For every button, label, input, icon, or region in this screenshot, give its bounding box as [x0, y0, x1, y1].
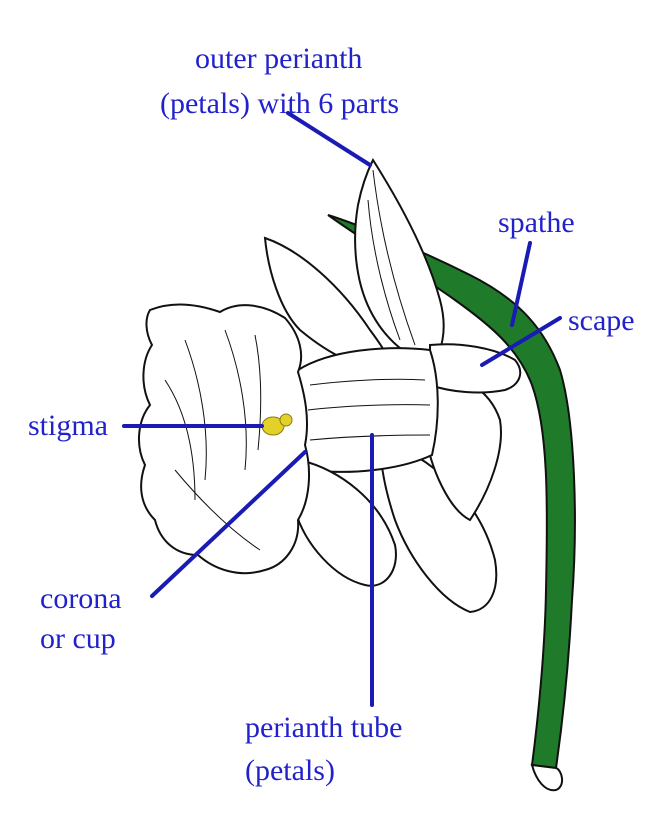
leader-scape — [480, 316, 562, 367]
label-spathe: spathe — [498, 206, 575, 239]
stem-cut-tip — [530, 763, 563, 792]
label-scape: scape — [568, 304, 635, 337]
corona-cup — [138, 303, 310, 575]
perianth-tube — [296, 347, 439, 473]
label-perianth-tube-line1: perianth tube — [245, 711, 402, 744]
upright-petal — [354, 157, 445, 364]
leader-spathe — [510, 241, 532, 327]
label-stigma: stigma — [28, 409, 108, 442]
label-corona-line2: or cup — [40, 622, 116, 655]
leader-corona — [150, 450, 307, 598]
stigma — [261, 413, 293, 436]
leader-lines — [122, 111, 562, 707]
leader-outer-perianth — [286, 111, 372, 167]
label-outer-perianth-line1: outer perianth — [195, 42, 362, 75]
labels: outer perianth (petals) with 6 parts spa… — [28, 42, 635, 787]
label-outer-perianth-line2: (petals) with 6 parts — [160, 87, 399, 120]
label-corona-line1: corona — [40, 582, 122, 615]
label-perianth-tube-line2: (petals) — [245, 754, 335, 787]
corona-ruffle — [138, 303, 310, 575]
